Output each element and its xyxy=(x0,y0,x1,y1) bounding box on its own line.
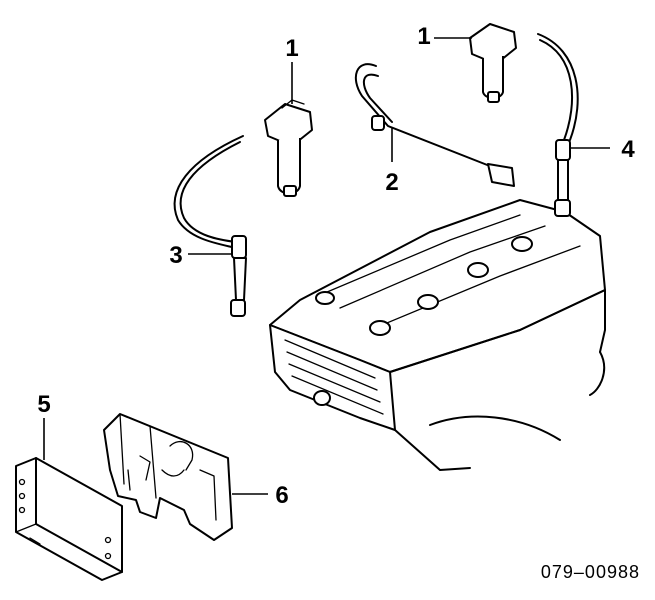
leader-lines xyxy=(43,37,610,495)
ignition-coil-left xyxy=(264,99,313,197)
spark-plug-wire-right xyxy=(537,33,579,217)
callout-2: 2 xyxy=(385,169,398,196)
callout-6: 6 xyxy=(275,482,288,509)
diagram-code: 079–00988 xyxy=(541,562,640,582)
callout-1-right: 1 xyxy=(417,23,430,50)
control-module xyxy=(15,457,123,581)
callout-4: 4 xyxy=(621,136,635,163)
engine-block xyxy=(269,199,606,471)
ignition-coil-right xyxy=(469,23,517,103)
callout-1-left: 1 xyxy=(285,35,298,62)
mounting-bracket xyxy=(103,413,233,541)
callout-5: 5 xyxy=(37,391,50,418)
spark-plug-wire-left xyxy=(173,135,247,317)
callout-3: 3 xyxy=(169,242,182,269)
wiring-harness xyxy=(354,63,515,187)
